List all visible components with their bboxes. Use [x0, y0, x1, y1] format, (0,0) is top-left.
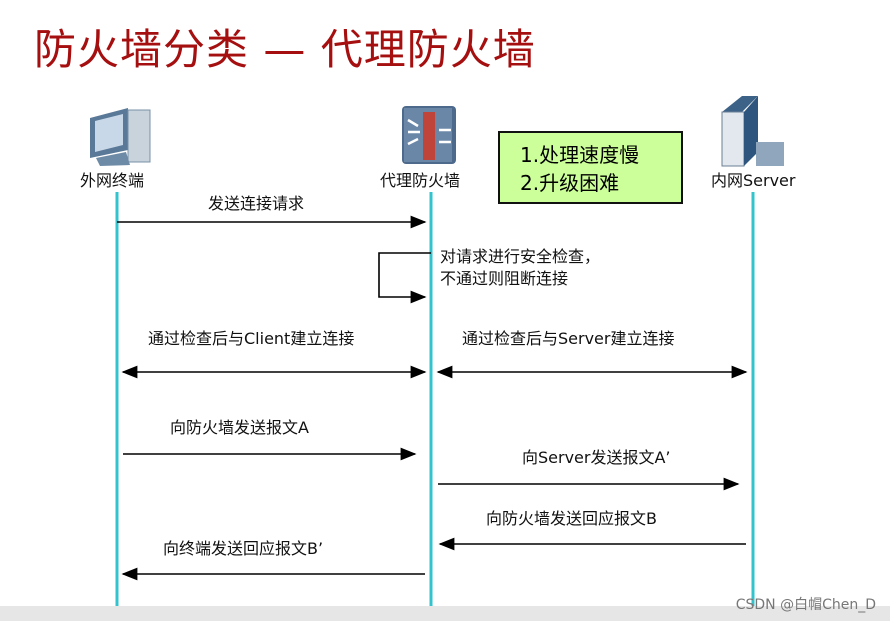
note-line-2: 2.升级困难 — [520, 171, 620, 195]
watermark: CSDN @白帽Chen_D — [735, 597, 876, 613]
firewall-icon — [402, 106, 456, 164]
msg-label: 通过检查后与Server建立连接 — [462, 329, 675, 348]
entity-label-firewall: 代理防火墙 — [380, 171, 461, 190]
note-line-1: 1.处理速度慢 — [520, 143, 640, 167]
arrow-self-check — [378, 252, 431, 304]
msg-label: 向终端发送回应报文B’ — [163, 539, 324, 558]
entity-label-client: 外网终端 — [80, 171, 145, 190]
msg-label: 对请求进行安全检查， — [440, 247, 601, 266]
entity-label-server: 内网Server — [711, 171, 796, 190]
msg-label: 通过检查后与Client建立连接 — [148, 329, 355, 348]
server-icon — [721, 96, 784, 167]
pc-icon — [90, 108, 151, 166]
msg-label: 向Server发送报文A’ — [522, 448, 671, 467]
msg-label: 向防火墙发送回应报文B — [486, 509, 657, 528]
msg-label: 向防火墙发送报文A — [170, 418, 309, 437]
bottom-band — [0, 606, 890, 621]
page-title: 防火墙分类 — 代理防火墙 — [34, 25, 536, 74]
drawbacks-note: 1.处理速度慢 2.升级困难 — [498, 131, 683, 204]
msg-label: 不通过则阻断连接 — [440, 269, 569, 288]
msg-label: 发送连接请求 — [208, 194, 305, 213]
